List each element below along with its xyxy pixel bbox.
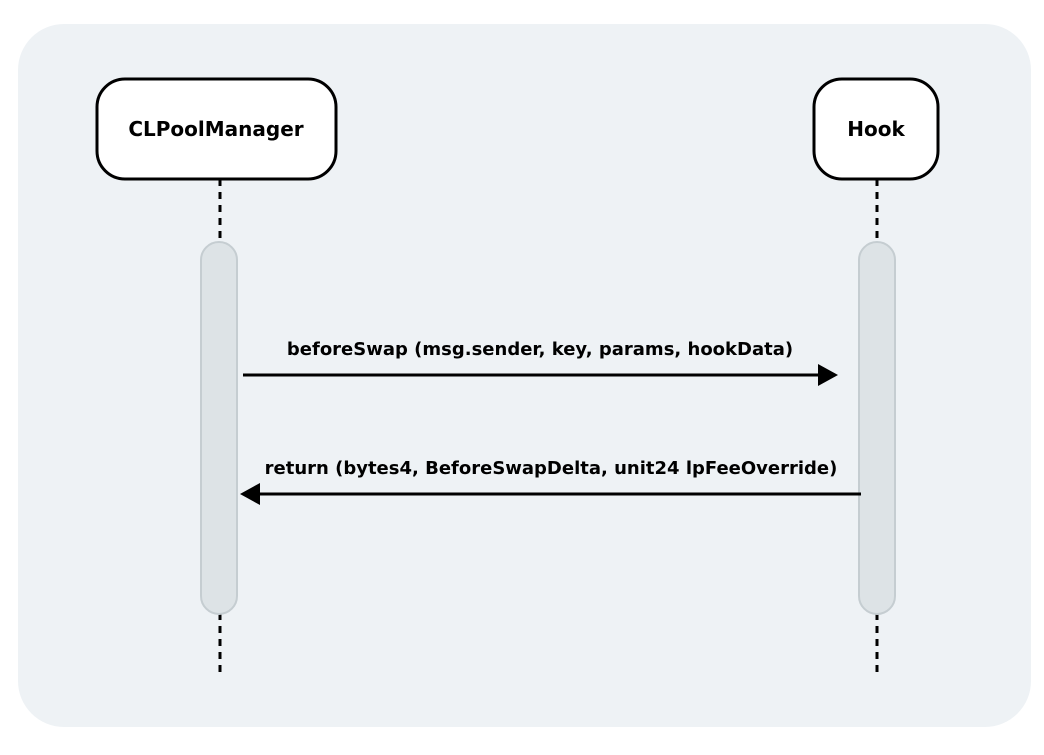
return-args: return (bytes4, BeforeSwapDelta, unit24 … <box>265 458 838 479</box>
participant-hook: Hook <box>812 77 940 181</box>
arrowhead-left-icon <box>240 483 260 505</box>
message-name-bold: beforeSwap <box>287 339 408 360</box>
participant-label-left: CLPoolManager <box>128 117 303 141</box>
message-label-return: return (bytes4, BeforeSwapDelta, unit24 … <box>265 458 838 479</box>
message-return: return (bytes4, BeforeSwapDelta, unit24 … <box>240 458 861 505</box>
message-args: (msg.sender, key, params, hookData) <box>408 339 793 360</box>
activation-bar-right <box>858 241 896 615</box>
message-label-before-swap: beforeSwap (msg.sender, key, params, hoo… <box>287 339 793 360</box>
participant-label-right: Hook <box>847 117 905 141</box>
participant-clpoolmanager: CLPoolManager <box>95 77 338 181</box>
message-before-swap: beforeSwap (msg.sender, key, params, hoo… <box>243 339 838 386</box>
arrowhead-right-icon <box>818 364 838 386</box>
activation-bar-left <box>200 241 238 615</box>
